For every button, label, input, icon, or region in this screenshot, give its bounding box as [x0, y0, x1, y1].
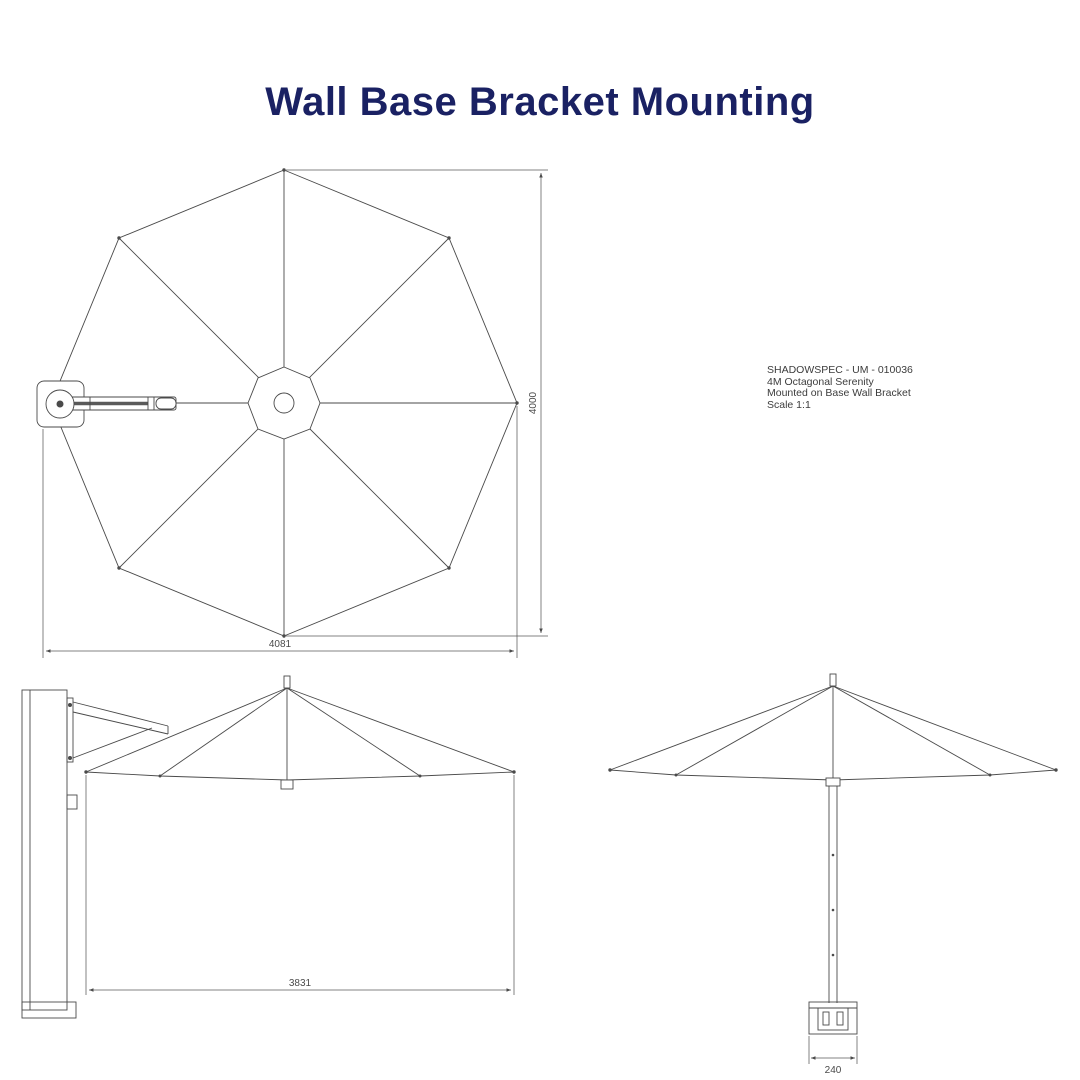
wall-bracket-plan: [36, 380, 177, 428]
wall-bracket-side: [66, 697, 169, 810]
dim-label-4081: 4081: [269, 639, 292, 650]
page-title: Wall Base Bracket Mounting: [265, 80, 815, 124]
dim-base-width: 240: [808, 1036, 858, 1076]
spec-line-mount: Mounted on Base Wall Bracket: [767, 387, 911, 399]
front-elevation-view: 240: [608, 673, 1058, 1076]
base-bracket-front: [808, 1001, 858, 1035]
spec-line-scale: Scale 1:1: [767, 398, 811, 411]
spec-line-model: SHADOWSPEC - UM - 010036: [767, 364, 913, 376]
hub-pole-circle: [273, 392, 295, 414]
side-elevation-view: 3831: [21, 675, 516, 1019]
canopy-side-profile: [84, 675, 516, 790]
dim-elevation-span: 3831: [85, 775, 515, 995]
wall-post: [21, 689, 77, 1019]
dim-plan-height: 4000: [286, 169, 548, 637]
dim-label-240: 240: [825, 1065, 842, 1076]
spec-note: SHADOWSPEC - UM - 010036 4M Octagonal Se…: [767, 364, 913, 411]
dim-label-4000: 4000: [528, 391, 539, 414]
dim-label-3831: 3831: [289, 978, 312, 989]
rib-end-dots: [117, 168, 519, 638]
mast-front: [825, 777, 841, 1003]
spec-line-product: 4M Octagonal Serenity: [767, 375, 874, 388]
dim-plan-width: 4081: [42, 406, 518, 658]
canopy-front-profile: [608, 673, 1058, 781]
plan-view-umbrella: 4000 4081: [36, 168, 548, 658]
